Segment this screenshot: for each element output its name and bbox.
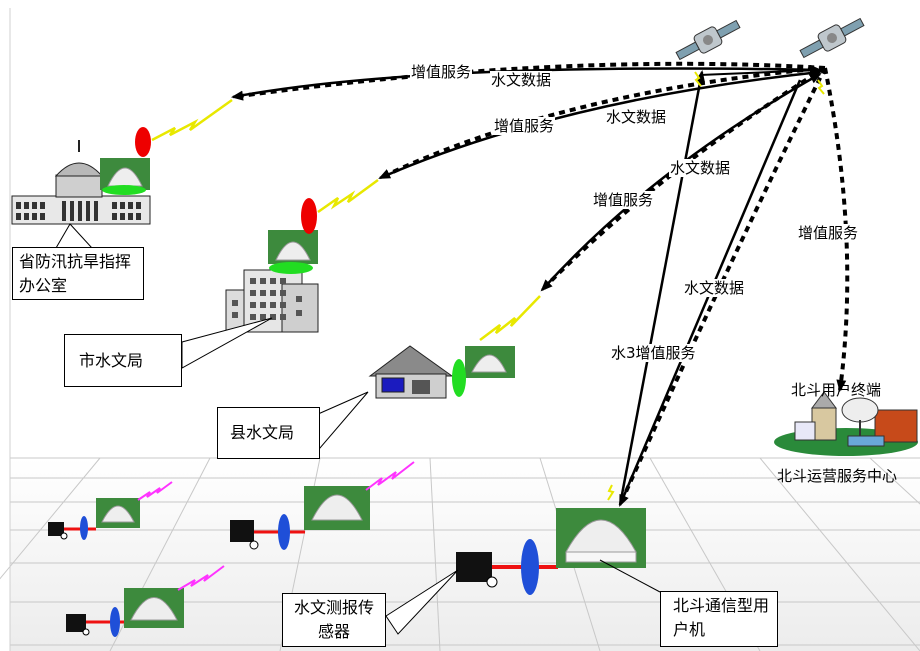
link-label: 水文数据 [683, 279, 746, 297]
sensor-unit-icon [456, 484, 646, 595]
satellite-icon [799, 17, 865, 59]
link-label: 水文数据 [490, 71, 553, 89]
sensor-unit-icon [230, 461, 415, 550]
lightning-icon [151, 98, 233, 142]
county-bureau-house-icon [368, 345, 454, 399]
sensor-unit-icon [66, 565, 225, 637]
link-label: 增值服务 [797, 224, 860, 242]
lightning-icon [479, 295, 541, 341]
city-bureau-callout: 市水文局 [64, 334, 182, 387]
provincial-office-building-icon [11, 140, 151, 225]
link-label: 增值服务 [410, 63, 473, 81]
satellite-icon [675, 19, 741, 61]
beidou-user-terminal-label: 北斗用户终端 [791, 381, 882, 399]
sensor-callout: 水文测报传感器 [282, 593, 386, 647]
antenna-terminal-icon [100, 127, 151, 195]
terminal-callout: 北斗通信型用户机 [660, 591, 778, 647]
link-label: 增值服务 [493, 117, 556, 135]
beidou-ops-center-label: 北斗运营服务中心 [777, 467, 898, 485]
county-bureau-callout: 县水文局 [217, 407, 320, 459]
lightning-icon [694, 71, 702, 87]
antenna-terminal-icon [452, 346, 515, 397]
city-bureau-building-icon [225, 269, 319, 333]
beidou-ops-center-icon [774, 391, 918, 456]
provincial-office-callout: 省防汛抗旱指挥办公室 [12, 247, 144, 300]
sensor-unit-icon [48, 481, 173, 540]
lightning-icon [817, 79, 825, 95]
link-label: 增值服务 [592, 191, 655, 209]
link-label: 水文数据 [605, 108, 668, 126]
link-label: 水3增值服务 [610, 344, 697, 362]
link-label: 水文数据 [669, 159, 732, 177]
lightning-icon [317, 178, 379, 214]
antenna-terminal-icon [268, 198, 318, 274]
